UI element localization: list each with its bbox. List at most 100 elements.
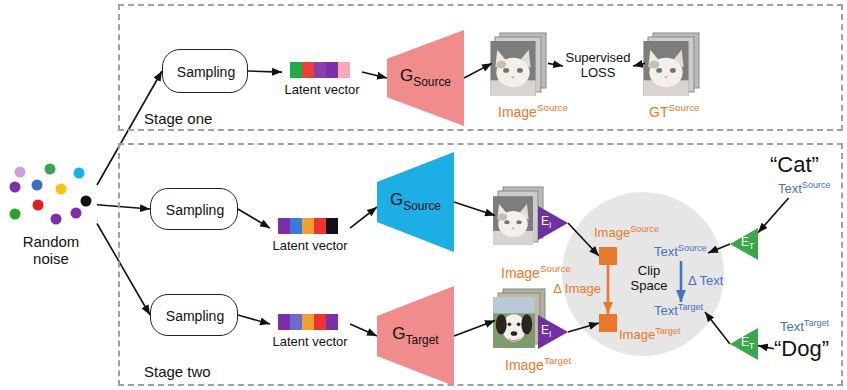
noise-dot	[10, 182, 21, 193]
text-label: E	[541, 214, 549, 228]
text-label: Text	[780, 319, 804, 334]
triangle-shape	[538, 206, 568, 240]
loss-node: Supervised LOSS	[563, 46, 633, 86]
connector-arrow	[350, 324, 377, 336]
latent-cell	[326, 314, 338, 330]
generator-trapezoid: GSource	[377, 152, 454, 252]
text-label: Random noise	[23, 233, 80, 267]
generator-trapezoid: GTarget	[377, 286, 454, 386]
latent-cell	[326, 218, 338, 234]
noise-dots	[10, 164, 92, 225]
superscript-label: Target	[544, 355, 571, 366]
text-line: Clip Space	[626, 264, 672, 294]
text-label: Latent vector	[272, 334, 347, 349]
text-line: TextSource	[654, 243, 707, 260]
latent-cell	[278, 314, 290, 330]
connector-arrow	[464, 63, 492, 78]
text-encoder: ET	[730, 228, 758, 260]
noise-source: Random noise	[5, 163, 97, 273]
connector-arrow	[454, 321, 495, 337]
noise-dot	[32, 180, 43, 191]
superscript-label: Source	[668, 102, 699, 113]
text-label: Image	[619, 327, 655, 342]
text-node: TextTarget	[654, 302, 705, 320]
text-line: Sampling	[166, 308, 224, 324]
text-line: ET	[741, 236, 754, 252]
prompt-text: TextTarget“Dog”	[774, 318, 831, 362]
text-label: Supervised LOSS	[565, 50, 630, 80]
latent-cell	[338, 62, 350, 78]
text-label: Text	[778, 181, 802, 196]
text-label: “Cat”	[770, 152, 819, 177]
text-line: Stage one	[144, 110, 212, 127]
superscript-label: Target	[678, 302, 703, 312]
image-stack: ImageSource	[495, 189, 545, 248]
latent-cell	[302, 218, 314, 234]
text-line: Stage two	[144, 363, 211, 380]
text-line: Random noise	[11, 233, 91, 268]
latent-cell	[314, 314, 326, 330]
superscript-label: Source	[537, 102, 568, 113]
text-line: TextSource	[778, 180, 831, 197]
text-line: ImageSource	[594, 224, 659, 241]
latent-cell	[278, 218, 290, 234]
text-label: E	[741, 235, 749, 249]
text-label: Sampling	[177, 64, 235, 80]
trapezoid-shape	[387, 30, 464, 126]
text-label: Image	[594, 225, 630, 240]
text-line: Supervised LOSS	[563, 51, 633, 81]
text-label: G	[392, 324, 405, 343]
trapezoid-shape	[377, 286, 454, 386]
latent-blocks	[278, 62, 350, 330]
text-line: ImageSource	[501, 263, 571, 281]
text-label: G	[390, 190, 403, 209]
trapezoid-shape	[377, 152, 454, 252]
text-line: ImageTarget	[619, 326, 680, 343]
text-line: ImageTarget	[505, 355, 571, 373]
text-label: G	[400, 66, 413, 85]
stage-panel: Stage twoSamplingLatent vectorGSourceIma…	[118, 143, 843, 386]
text-line: GSource	[400, 66, 451, 89]
circle-shape	[562, 192, 724, 356]
subscript-label: Source	[413, 75, 451, 89]
connector-arrow	[362, 72, 387, 78]
text-line: Sampling	[166, 202, 224, 218]
text-label: Image	[505, 357, 544, 373]
latent-cell	[314, 218, 326, 234]
superscript-label: Source	[630, 224, 659, 234]
superscript-label: Target	[804, 318, 829, 328]
triangle-shape	[730, 328, 758, 360]
text-line: Sampling	[177, 64, 235, 80]
text-label: E	[541, 323, 549, 337]
connector-arrow	[454, 202, 495, 216]
latent-cell	[326, 62, 338, 78]
text-label: Sampling	[166, 202, 224, 218]
noise-dot	[81, 196, 92, 207]
text-line: Latent vector	[272, 239, 347, 254]
connector-arrow	[633, 63, 645, 66]
text-label: E	[741, 335, 749, 349]
subscript-label: Source	[403, 199, 441, 213]
superscript-label: Source	[540, 263, 571, 274]
latent-cell	[290, 218, 302, 234]
triangle-shape	[730, 228, 758, 260]
connector-arrow	[238, 209, 270, 228]
image-stack: ImageSource	[492, 35, 548, 98]
latent-vector: Latent vector	[270, 314, 350, 356]
text-line: GTarget	[392, 324, 438, 347]
subscript-label: T	[749, 341, 754, 351]
embedding-square: ImageSource	[599, 247, 617, 265]
noise-dot	[74, 168, 85, 179]
cat-photo	[490, 41, 535, 96]
connector-arrow	[758, 346, 774, 349]
connector-arrow	[97, 71, 162, 185]
connector-arrow	[607, 265, 610, 314]
image-stack: GTSource	[645, 35, 701, 98]
noise-dot	[51, 214, 62, 225]
sampling-box: Sampling	[162, 49, 248, 93]
text-label: Stage two	[144, 363, 211, 380]
connector-arrow	[680, 261, 683, 302]
text-label: Latent vector	[272, 238, 347, 253]
subscript-label: T	[749, 241, 754, 251]
